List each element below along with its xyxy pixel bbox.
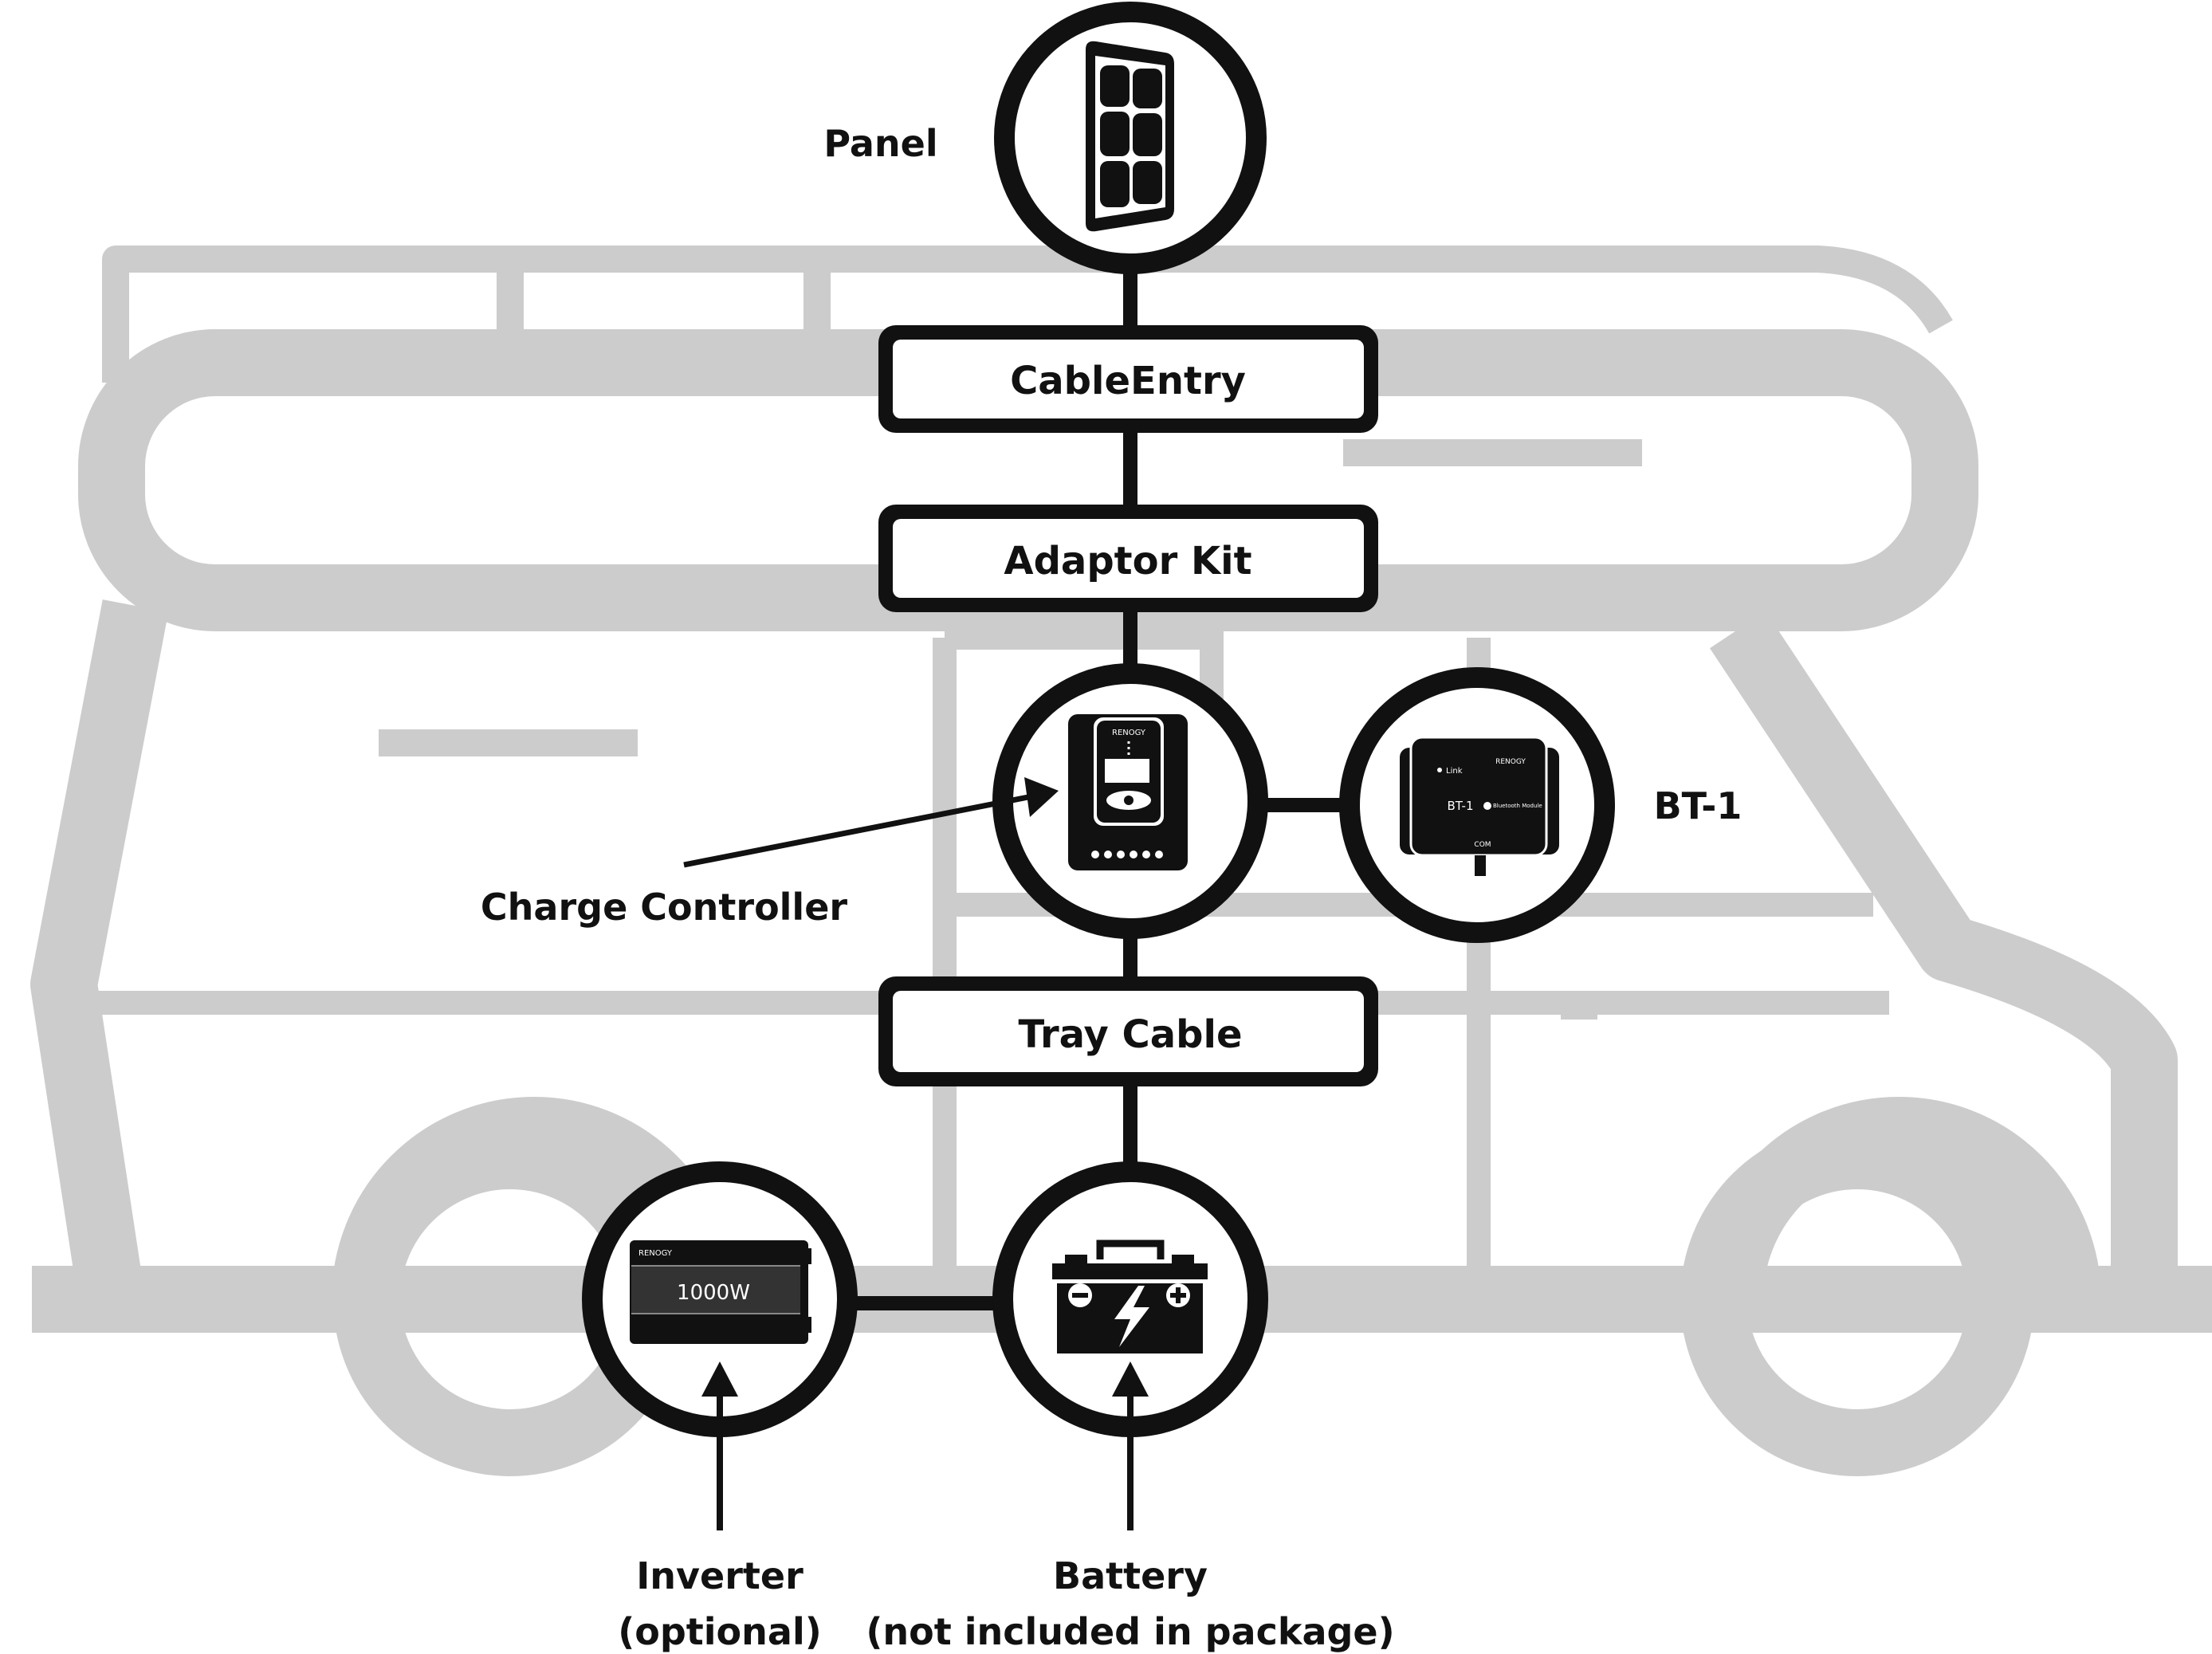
adaptor-kit-node: Adaptor Kit bbox=[878, 505, 1378, 612]
bt1-bluetooth-text: Bluetooth Module bbox=[1493, 803, 1542, 809]
wheels bbox=[332, 1097, 2101, 1476]
bt1-brand: RENOGY bbox=[1495, 758, 1526, 766]
inverter-label-line2: (optional) bbox=[618, 1610, 822, 1653]
tray-cable-label: Tray Cable bbox=[1018, 1012, 1242, 1057]
door-handle bbox=[1561, 992, 1597, 1020]
battery-arrowhead-icon bbox=[1112, 1361, 1149, 1397]
charge-controller-icon: RENOGY bbox=[1068, 714, 1188, 870]
connectors bbox=[853, 263, 1355, 1310]
charge-controller-node: RENOGY bbox=[683, 663, 1268, 939]
battery-icon bbox=[1052, 1240, 1208, 1353]
bt1-module-icon: Link RENOGY BT-1 Bluetooth Module COM bbox=[1400, 736, 1559, 876]
inverter-label-line1: Inverter bbox=[636, 1554, 803, 1597]
inverter-rating: 1000W bbox=[677, 1281, 750, 1305]
body-outline bbox=[30, 599, 2178, 1307]
roof-rack bbox=[102, 246, 1953, 383]
bt1-link-text: Link bbox=[1446, 767, 1463, 776]
inverter-icon: RENOGY 1000W bbox=[630, 1240, 811, 1344]
charge-controller-arrowhead-icon bbox=[1024, 777, 1059, 817]
body-details bbox=[72, 626, 1889, 1299]
bt1-com-text: COM bbox=[1474, 841, 1491, 849]
bluetooth-icon bbox=[1483, 802, 1491, 810]
bt1-device-text: BT-1 bbox=[1447, 799, 1473, 813]
front-wheel-tire bbox=[1680, 1122, 2034, 1476]
battery-node bbox=[992, 1161, 1268, 1530]
adaptor-kit-label: Adaptor Kit bbox=[1004, 539, 1251, 583]
inverter-arrowhead-icon bbox=[701, 1361, 738, 1397]
bt1-label: BT-1 bbox=[1654, 784, 1742, 827]
cable-entry-label: CableEntry bbox=[1010, 359, 1246, 403]
charge-controller-pointer bbox=[683, 794, 1029, 868]
inverter-brand: RENOGY bbox=[638, 1249, 673, 1258]
solar-panel-icon bbox=[1086, 41, 1174, 232]
cable-entry-node: CableEntry bbox=[878, 325, 1378, 433]
inverter-node: RENOGY 1000W bbox=[582, 1161, 858, 1530]
charge-controller-brand: RENOGY bbox=[1112, 729, 1146, 737]
panel-node bbox=[994, 2, 1267, 274]
bt1-node: Link RENOGY BT-1 Bluetooth Module COM bbox=[1339, 667, 1615, 943]
lightning-bolt-icon bbox=[1114, 1286, 1149, 1347]
tray-cable-node: Tray Cable bbox=[878, 976, 1378, 1086]
battery-label-line1: Battery bbox=[1053, 1554, 1208, 1597]
charge-controller-label: Charge Controller bbox=[481, 886, 847, 929]
panel-label: Panel bbox=[823, 122, 937, 165]
battery-label-line2: (not included in package) bbox=[866, 1610, 1394, 1653]
